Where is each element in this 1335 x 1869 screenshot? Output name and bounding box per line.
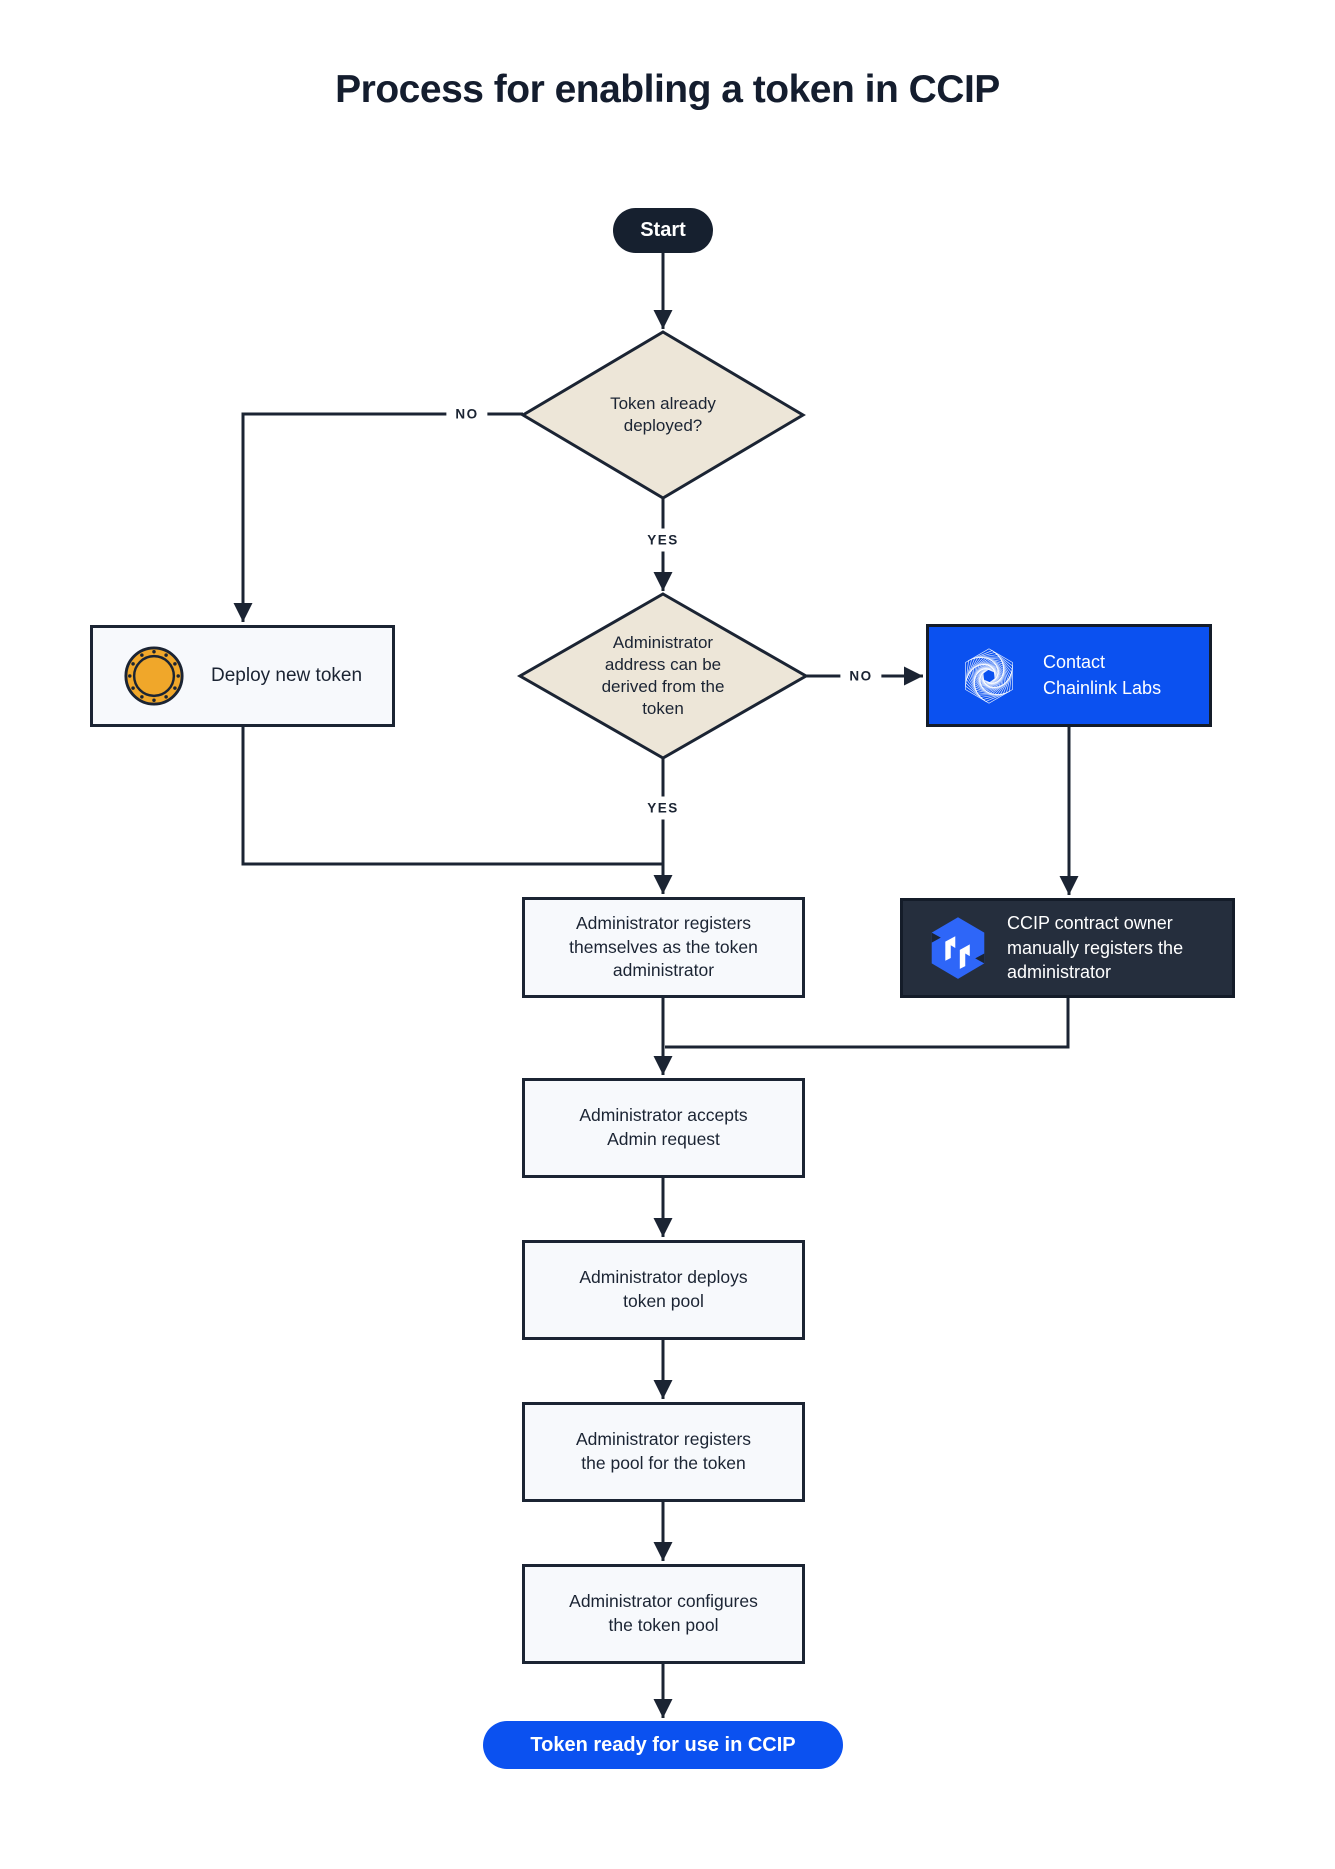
- end-node: Token ready for use in CCIP: [483, 1721, 843, 1769]
- admin-registers-self-label: Administrator registers themselves as th…: [569, 913, 758, 981]
- admin-configures-pool-label: Administrator configures the token pool: [569, 1591, 758, 1635]
- decision-token-deployed: Token already deployed?: [563, 375, 763, 455]
- coin-icon: [124, 646, 184, 706]
- process-admin-registers-pool: Administrator registers the pool for the…: [522, 1402, 805, 1502]
- decision-admin-address-label: Administrator address can be derived fro…: [601, 632, 725, 719]
- edge-label-d2-yes: YES: [638, 796, 688, 820]
- ccip-logo: [931, 917, 985, 979]
- node-ccip-contract-owner: CCIP contract owner manually registers t…: [900, 898, 1235, 998]
- edge-label-d1-yes: YES: [638, 528, 688, 552]
- decision-token-deployed-shape: [520, 330, 806, 500]
- edge-label-d2-no: NO: [840, 664, 882, 688]
- admin-deploys-pool-label: Administrator deploys token pool: [579, 1267, 748, 1311]
- decision-admin-address-shape: [516, 592, 810, 760]
- admin-accepts-label: Administrator accepts Admin request: [579, 1105, 748, 1149]
- deploy-new-token-label: Deploy new token: [211, 665, 363, 687]
- end-label: Token ready for use in CCIP: [530, 1733, 796, 1756]
- edge-d1-no-to-deploy: [233, 412, 523, 622]
- start-label: Start: [640, 219, 686, 241]
- ccip-contract-owner-label: CCIP contract owner manually registers t…: [1007, 912, 1184, 983]
- process-deploy-new-token: Deploy new token: [90, 625, 395, 727]
- process-admin-deploys-pool: Administrator deploys token pool: [522, 1240, 805, 1340]
- process-admin-configures-pool: Administrator configures the token pool: [522, 1564, 805, 1664]
- edge-label-d1-no: NO: [446, 402, 488, 426]
- chainlink-labs-logo: [959, 646, 1019, 706]
- contact-chainlink-labs-label: Contact Chainlink Labs: [1043, 652, 1162, 698]
- process-admin-registers-self: Administrator registers themselves as th…: [522, 897, 805, 998]
- decision-token-deployed-label: Token already deployed?: [610, 393, 716, 435]
- edge-deploy-merge: [241, 727, 663, 866]
- node-contact-chainlink-labs: Contact Chainlink Labs: [926, 624, 1212, 727]
- admin-registers-pool-label: Administrator registers the pool for the…: [575, 1429, 752, 1473]
- process-admin-accepts: Administrator accepts Admin request: [522, 1078, 805, 1178]
- page-title: Process for enabling a token in CCIP: [335, 68, 1000, 111]
- start-node: Start: [613, 208, 713, 253]
- edge-owner-merge: [665, 998, 1070, 1049]
- decision-admin-address: Administrator address can be derived fro…: [563, 612, 763, 740]
